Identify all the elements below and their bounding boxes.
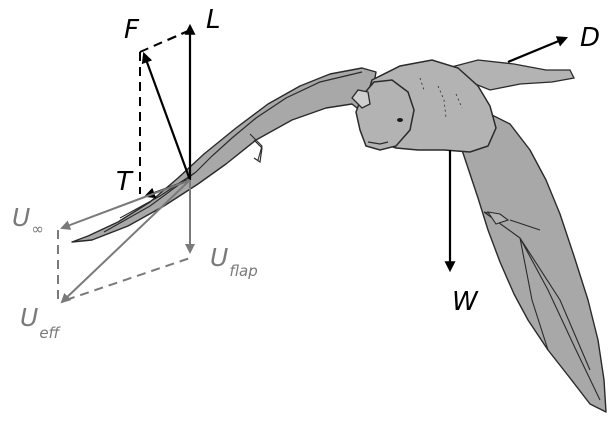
thrust-label: T bbox=[116, 167, 134, 197]
bat-eye bbox=[397, 118, 403, 122]
left-wing-membrane bbox=[72, 68, 376, 242]
weight-label: W bbox=[452, 287, 479, 317]
drag-label: D bbox=[580, 23, 600, 53]
flap-velocity-label: Uflap bbox=[210, 243, 258, 280]
lift-label: L bbox=[206, 5, 221, 35]
drag-arrow bbox=[508, 38, 566, 62]
effective-velocity-label: Ueff bbox=[20, 303, 62, 342]
free-stream-velocity-label: U∞ bbox=[12, 203, 44, 238]
resultant-force-label: F bbox=[124, 15, 140, 45]
resultant-force-arrow bbox=[144, 54, 190, 180]
bat-illustration bbox=[72, 60, 606, 412]
